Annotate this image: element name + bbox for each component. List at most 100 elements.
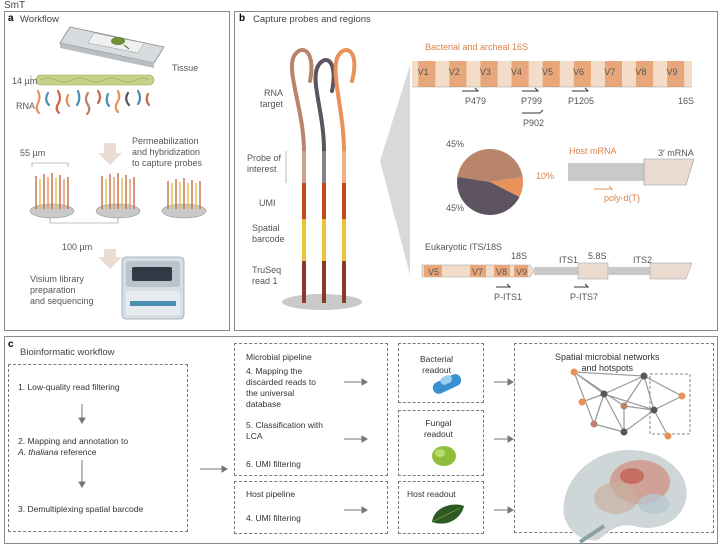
tissue-slab bbox=[35, 74, 155, 86]
library-label: Visium library preparation and sequencin… bbox=[30, 274, 94, 306]
host-step-4: 4. UMI filtering bbox=[246, 513, 301, 523]
v-region-label-v7: V7 bbox=[604, 67, 616, 77]
figure-title: SmT bbox=[4, 0, 26, 11]
v-region-label-v2: V2 bbox=[448, 67, 460, 77]
panel-a bbox=[4, 11, 230, 331]
fungal-readout-box bbox=[398, 410, 484, 476]
label-its2: ITS2 bbox=[633, 255, 653, 265]
label-16s: 16S bbox=[678, 96, 695, 106]
v-region-label-v3: V3 bbox=[479, 67, 491, 77]
capture-spots bbox=[29, 173, 207, 219]
pie-slice-2 bbox=[456, 176, 520, 216]
probe-label-rna-target: RNA target bbox=[260, 88, 284, 109]
panel-a-letter: a bbox=[8, 13, 14, 24]
sequencer-icon bbox=[121, 256, 185, 320]
its-v8: V8 bbox=[496, 267, 508, 277]
host-mrna-title: Host mRNA bbox=[569, 146, 617, 156]
bacterial-readout-box bbox=[398, 343, 484, 403]
panel-b-letter: b bbox=[239, 13, 246, 24]
label-its1: ITS1 bbox=[559, 255, 579, 265]
polydt-label: poly-d(T) bbox=[604, 193, 641, 203]
v-region-v2 bbox=[449, 61, 467, 87]
networks-box bbox=[514, 343, 714, 533]
microbial-step-6: 6. UMI filtering bbox=[246, 459, 301, 469]
primer-pits1: P-ITS1 bbox=[494, 292, 523, 302]
microbial-title: Microbial pipeline bbox=[246, 352, 312, 362]
hotspot-map bbox=[563, 449, 687, 544]
v-region-label-v6: V6 bbox=[573, 67, 585, 77]
v-region-v3 bbox=[480, 61, 498, 87]
probe-label-umi: UMI bbox=[259, 198, 276, 208]
its-v5: V5 bbox=[428, 267, 440, 277]
host-pipeline-box bbox=[234, 481, 388, 534]
host-readout-label: Host readout bbox=[407, 489, 456, 499]
tissue-label: Tissue bbox=[172, 63, 199, 73]
rna-label: RNA bbox=[16, 101, 36, 111]
v-region-v1 bbox=[418, 61, 436, 87]
step-2: 2. Mapping and annotation to bbox=[18, 436, 129, 446]
step-3: 3. Demultiplexing spatial barcode bbox=[18, 504, 144, 514]
its-v9: V9 bbox=[516, 267, 528, 277]
spacing-label: 100 µm bbox=[62, 242, 93, 252]
primer-p902: P902 bbox=[523, 118, 545, 128]
slide-icon bbox=[59, 26, 165, 68]
panel-b-title: Capture probes and regions bbox=[253, 14, 371, 25]
pie-slice-1 bbox=[490, 176, 523, 197]
v-region-label-v8: V8 bbox=[635, 67, 647, 77]
preprocessing-box bbox=[8, 364, 188, 532]
panel-c-letter: c bbox=[8, 339, 14, 350]
permeabilization-label: Permeabilization and hybridization to ca… bbox=[132, 136, 203, 168]
its-v7: V7 bbox=[472, 267, 484, 277]
probe-label-spatial-barcode: Spatial barcode bbox=[252, 223, 285, 244]
v-region-v5 bbox=[542, 61, 560, 87]
spot-size-label: 55 µm bbox=[20, 148, 46, 158]
microbial-step-4: 4. Mapping the discarded reads to the un… bbox=[246, 366, 316, 409]
bacterial-readout-label: Bacterial readout bbox=[420, 354, 454, 375]
step-2-organism: A. thaliana reference bbox=[18, 447, 96, 458]
network-graph bbox=[573, 371, 683, 437]
pie-slice-0 bbox=[457, 149, 523, 182]
rna-strands bbox=[35, 89, 151, 116]
microbial-step-5: 5. Classification with LCA bbox=[246, 420, 324, 441]
mrna-3p-label: 3′ mRNA bbox=[658, 148, 694, 158]
probe-label-truseq: TruSeq read 1 bbox=[252, 265, 282, 286]
pie-label-right: 10% bbox=[536, 171, 555, 181]
bacterium-icon bbox=[432, 374, 462, 394]
panel-c bbox=[4, 336, 718, 544]
rrna-title: Bacterial and archeal 16S bbox=[425, 42, 529, 52]
v-region-v8 bbox=[636, 61, 654, 87]
network-nodes bbox=[570, 368, 686, 440]
fungal-readout-label: Fungal readout bbox=[424, 418, 453, 439]
v-region-label-v4: V4 bbox=[510, 67, 522, 77]
its-bar bbox=[421, 262, 693, 280]
primer-p1205: P1205 bbox=[568, 96, 595, 106]
panel-a-title: Workflow bbox=[20, 14, 59, 25]
v-region-label-v5: V5 bbox=[542, 67, 554, 77]
primer-p799: P799 bbox=[521, 96, 543, 106]
host-title: Host pipeline bbox=[246, 489, 296, 499]
bioinformatic-graphics bbox=[78, 368, 691, 544]
v-region-v4 bbox=[511, 61, 529, 87]
label-58s: 5.8S bbox=[588, 251, 607, 261]
thickness-label: 14 µm bbox=[12, 76, 38, 86]
panel-b bbox=[234, 11, 718, 331]
step-1: 1. Low-quality read filtering bbox=[18, 382, 120, 392]
panel-c-title: Bioinformatic workflow bbox=[20, 347, 115, 358]
v-region-v7 bbox=[604, 61, 622, 87]
primer-p479: P479 bbox=[465, 96, 487, 106]
probe-label-probe-of-interest: Probe of interest bbox=[247, 153, 282, 174]
v-region-label-v9: V9 bbox=[666, 67, 678, 77]
host-mrna bbox=[568, 158, 695, 190]
host-readout-box bbox=[398, 481, 484, 534]
step-2-suffix: reference bbox=[58, 447, 97, 457]
pie-label-top: 45% bbox=[446, 139, 465, 149]
label-18s: 18S bbox=[511, 251, 528, 261]
fungus-icon bbox=[432, 446, 456, 466]
microbial-pipeline-box bbox=[234, 343, 388, 476]
rrna-16s-bar bbox=[412, 61, 692, 88]
organism-name: A. thaliana bbox=[18, 447, 59, 457]
its-title: Eukaryotic ITS/18S bbox=[425, 242, 503, 252]
probe-strands bbox=[289, 48, 357, 153]
pie-chart bbox=[456, 149, 523, 216]
networks-label: Spatial microbial networks and hotspots bbox=[555, 352, 660, 373]
